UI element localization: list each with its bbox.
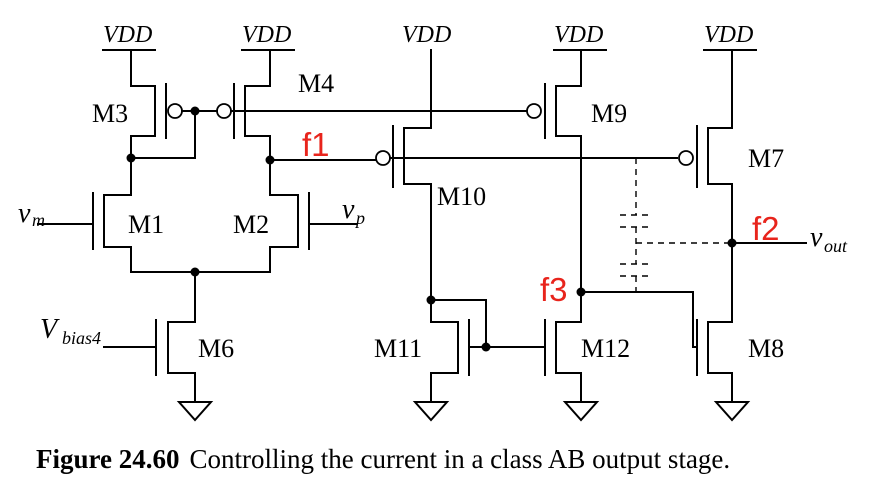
node-label-f2: f2 [752,210,780,247]
f3-wire [580,291,694,348]
compensation-capacitors [620,158,732,292]
vdd-label-m7: VDD [704,22,753,48]
figure-caption: Figure 24.60 Controlling the current in a… [36,444,730,475]
svg-text:p: p [354,208,365,228]
label-vbias4: V bias4 [40,314,101,348]
transistor-m6 [103,299,196,403]
transistor-m2 [269,159,357,273]
transistor-m10 [375,49,432,301]
svg-text:v: v [18,198,31,229]
ground-symbol-m11 [412,401,450,422]
label-vp: v p [342,194,365,228]
ground-symbol-m6 [176,401,214,422]
svg-text:v: v [342,194,355,225]
transistor-m7 [678,49,757,244]
label-m10: M10 [437,182,486,211]
caption-text: Controlling the current in a class AB ou… [189,444,731,474]
label-vm: v m [18,198,45,230]
svg-text:m: m [32,210,45,230]
junction-dot [190,106,200,116]
label-vout: v out [810,222,848,256]
ground-symbol-m12 [562,401,600,422]
caption-number: Figure 24.60 [36,444,180,474]
circuit-schematic: VDD VDD VDD VDD VDD [18,22,848,422]
label-m3: M3 [92,99,128,128]
vdd-label-m9: VDD [554,22,603,48]
label-m12: M12 [581,334,630,363]
vdd-label-m3: VDD [103,22,152,48]
junction-dot [190,267,200,277]
transistor-m4 [216,49,295,161]
transistor-m9 [526,49,607,293]
label-m6: M6 [198,334,234,363]
junction-dot [727,238,737,248]
tail-wire [130,271,271,301]
node-label-f1: f1 [302,126,330,163]
label-m9: M9 [591,99,627,128]
transistor-m8 [692,242,733,403]
vdd-label-m10: VDD [402,22,451,48]
junction-dot [426,295,436,305]
ground-symbol-m8 [713,401,751,422]
transistor-m12 [544,291,582,403]
label-m7: M7 [748,144,784,173]
junction-dot [481,342,491,352]
svg-text:v: v [810,222,823,253]
label-m11: M11 [374,334,422,363]
node-label-f3: f3 [540,271,568,308]
label-m2: M2 [233,210,269,239]
junction-dot [576,287,586,297]
transistor-m1 [37,157,132,273]
vdd-label-m4: VDD [242,22,291,48]
svg-text:V: V [40,314,60,345]
svg-text:bias4: bias4 [62,328,101,348]
label-m8: M8 [748,334,784,363]
svg-text:out: out [824,236,848,256]
label-m4: M4 [298,69,334,98]
label-m1: M1 [128,210,164,239]
junction-dot [265,155,275,165]
